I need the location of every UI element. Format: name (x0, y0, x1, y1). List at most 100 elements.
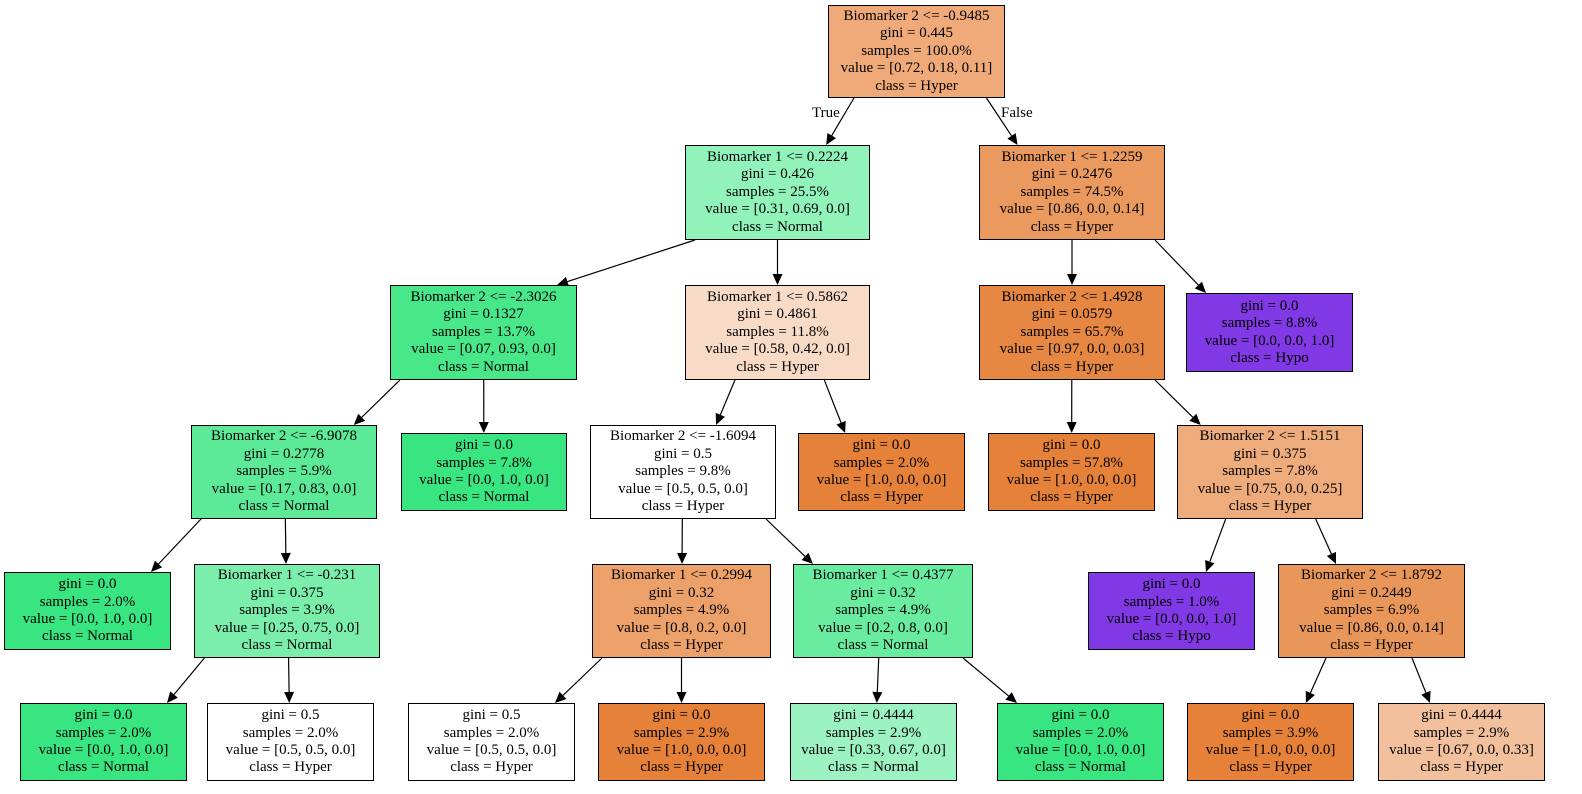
node-class: class = Hyper (1030, 489, 1113, 506)
arrowhead-icon (280, 552, 291, 564)
edge-line (719, 379, 736, 416)
node-gini: gini = 0.4444 (1421, 707, 1502, 724)
node-gini: gini = 0.2449 (1331, 584, 1412, 601)
node-gini: gini = 0.32 (850, 584, 916, 601)
edge-line (1315, 518, 1332, 555)
arrowhead-icon (677, 552, 688, 564)
node-value: value = [0.5, 0.5, 0.0] (426, 742, 557, 758)
arrowhead-icon (557, 276, 570, 287)
node-gini: gini = 0.375 (250, 584, 324, 601)
node-value: value = [0.75, 0.0, 0.25] (1197, 480, 1343, 497)
node-value: value = [0.58, 0.42, 0.0] (705, 341, 850, 358)
node-gini: gini = 0.2778 (243, 445, 325, 462)
node-class: class = Normal (241, 637, 333, 654)
arrowhead-icon (1189, 413, 1201, 425)
node-value: value = [1.0, 0.0, 0.0] (616, 742, 747, 758)
tree-edge (676, 658, 687, 703)
node-value: value = [0.72, 0.18, 0.11] (840, 60, 993, 77)
node-gini: gini = 0.0 (1051, 707, 1110, 724)
tree-edge (1315, 518, 1337, 564)
arrowhead-icon (1067, 274, 1077, 285)
arrowhead-icon (353, 413, 366, 425)
node-samples: samples = 1.0% (1123, 593, 1220, 610)
tree-edge (353, 379, 401, 425)
node-value: value = [1.0, 0.0, 0.0] (816, 472, 947, 488)
node-samples: samples = 2.0% (39, 593, 136, 610)
node-samples: samples = 25.5% (725, 183, 830, 200)
node-value: value = [0.07, 0.93, 0.0] (411, 341, 556, 358)
arrowhead-icon (836, 420, 846, 433)
tree-edge (962, 657, 1017, 703)
arrowhead-icon (1421, 690, 1431, 703)
tree-edge (872, 657, 883, 703)
node-value: value = [0.0, 1.0, 0.0] (1015, 742, 1146, 758)
node-split-condition: Biomarker 2 <= -6.9078 (210, 428, 358, 445)
node-samples: samples = 2.9% (825, 724, 922, 741)
edge-line (158, 518, 202, 565)
tree-edge (826, 97, 855, 145)
arrowhead-icon (1007, 133, 1018, 145)
tree-edge (555, 657, 603, 703)
node-class: class = Hyper (640, 637, 723, 654)
tree-edge (1066, 379, 1077, 433)
tree-edge (985, 97, 1018, 145)
node-gini: gini = 0.0 (652, 707, 711, 724)
node-split-condition: Biomarker 1 <= 1.2259 (1001, 148, 1143, 165)
node-value: value = [0.17, 0.83, 0.0] (211, 480, 357, 497)
arrowhead-icon (151, 560, 163, 572)
arrowhead-icon (284, 691, 295, 703)
node-value: value = [0.0, 1.0, 0.0] (38, 742, 169, 758)
node-gini: gini = 0.0579 (1031, 306, 1113, 323)
node-gini: gini = 0.4444 (833, 707, 914, 724)
edge-line (1209, 518, 1227, 562)
edge-line (287, 657, 290, 693)
edge-line (173, 657, 205, 695)
edge-line (1411, 657, 1427, 694)
node-gini: gini = 0.32 (648, 584, 715, 601)
edge-line (1154, 239, 1199, 286)
node-class: class = Hyper (1229, 759, 1312, 776)
edge-label-true: True (812, 105, 840, 121)
node-class: class = Hyper (641, 498, 725, 515)
node-gini: gini = 0.0 (58, 576, 117, 593)
node-gini: gini = 0.0 (1142, 576, 1201, 593)
tree-edge (478, 379, 489, 433)
node-gini: gini = 0.4861 (737, 306, 818, 323)
node-value: value = [0.2, 0.8, 0.0] (818, 619, 948, 636)
tree-edge (1067, 240, 1077, 285)
node-value: value = [0.33, 0.67, 0.0] (801, 742, 946, 758)
node-split-condition: Biomarker 1 <= -0.231 (217, 567, 357, 584)
node-samples: samples = 4.9% (633, 602, 730, 619)
arrowhead-icon (715, 412, 725, 425)
node-gini: gini = 0.1327 (443, 306, 524, 323)
edge-line (985, 97, 1013, 137)
node-split-condition: Biomarker 2 <= -0.9485 (843, 7, 990, 24)
node-value: value = [0.86, 0.0, 0.14] (999, 201, 1145, 218)
node-samples: samples = 11.8% (726, 323, 829, 340)
node-class: class = Hyper (875, 77, 958, 94)
node-samples: samples = 2.9% (1413, 724, 1510, 741)
arrowhead-icon (826, 132, 837, 145)
arrowhead-icon (1326, 551, 1337, 564)
node-samples: samples = 2.0% (1032, 724, 1129, 741)
node-samples: samples = 2.0% (833, 454, 930, 471)
arrowhead-icon (167, 691, 178, 703)
node-class: class = Normal (732, 218, 823, 235)
node-class: class = Hyper (1420, 759, 1503, 776)
node-samples: samples = 7.8% (436, 454, 532, 471)
node-samples: samples = 65.7% (1020, 323, 1124, 340)
edge-line (823, 379, 842, 423)
node-samples: samples = 3.9% (1222, 724, 1319, 741)
node-samples: samples = 5.9% (236, 463, 332, 480)
node-class: class = Normal (42, 628, 133, 645)
